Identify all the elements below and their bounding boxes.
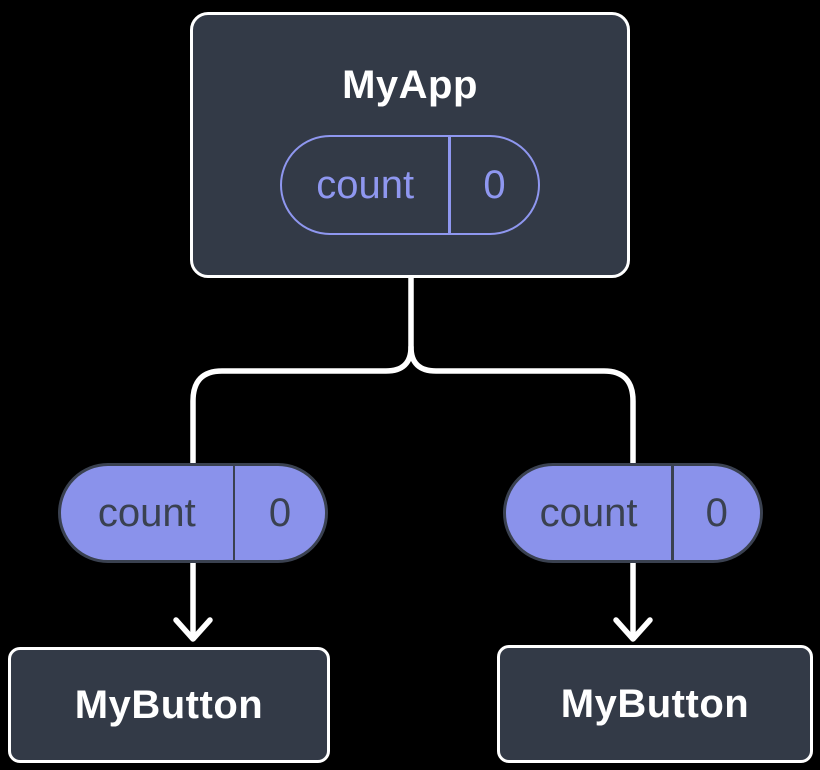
prop-pill-right: count 0 [503, 463, 763, 563]
arrowhead-right-icon [613, 617, 653, 642]
prop-pill-label: count [97, 491, 196, 535]
pill-divider [448, 137, 451, 233]
state-pill: count 0 [280, 135, 540, 235]
component-node-mybutton-left: MyButton [8, 647, 330, 763]
component-title: MyApp [342, 63, 478, 107]
connector-root-to-right-pill [408, 344, 636, 469]
pill-divider [232, 466, 236, 560]
component-node-myapp: MyApp count 0 [190, 12, 630, 278]
prop-pill-left: count 0 [58, 463, 328, 563]
prop-pill-value: 0 [268, 491, 292, 535]
prop-pill-label: count [539, 491, 638, 535]
component-node-mybutton-right: MyButton [497, 645, 813, 763]
connector-root-to-left-pill [190, 271, 414, 469]
component-title: MyButton [560, 682, 750, 726]
prop-pill-value: 0 [705, 491, 728, 535]
component-title: MyButton [74, 683, 264, 727]
state-pill-value: 0 [483, 163, 506, 207]
pill-divider [671, 466, 674, 560]
arrowhead-left-icon [173, 617, 213, 642]
state-pill-label: count [316, 163, 415, 207]
